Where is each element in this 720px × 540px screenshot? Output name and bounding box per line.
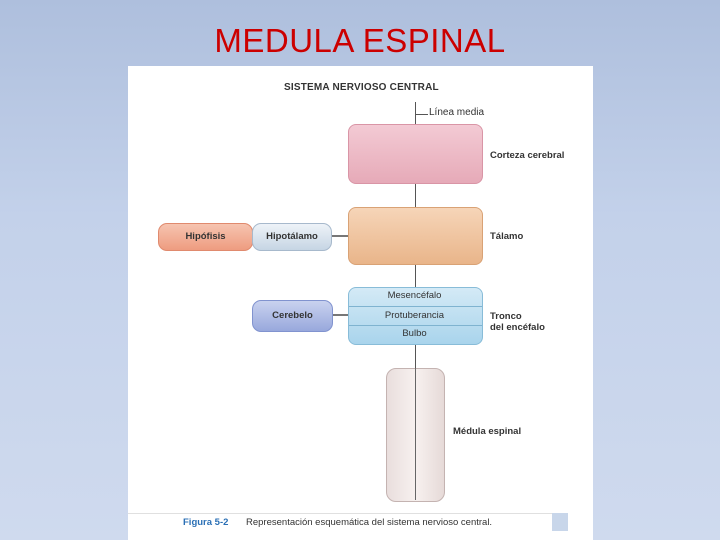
hipotalamo-box: Hipotálamo bbox=[252, 223, 332, 251]
cerebelo-box: Cerebelo bbox=[252, 300, 333, 332]
spinal-cord-label: Médula espinal bbox=[453, 426, 522, 437]
caption-figure-number: Figura 5-2 bbox=[183, 517, 229, 528]
cortex-label: Corteza cerebral bbox=[490, 150, 565, 161]
thalamus-box bbox=[348, 207, 483, 265]
spinal-cord-midline bbox=[415, 368, 416, 500]
hipotalamo-thalamus-link bbox=[330, 235, 348, 237]
thalamus-label: Tálamo bbox=[490, 231, 524, 242]
cerebelo-brainstem-link bbox=[331, 314, 348, 316]
midline-label: Línea media bbox=[429, 107, 485, 118]
brainstem-box bbox=[348, 287, 483, 345]
figure-caption: Figura 5-2 Representación esquemática de… bbox=[128, 513, 552, 532]
caption-text: Representación esquemática del sistema n… bbox=[246, 517, 493, 528]
brainstem-divider bbox=[349, 306, 482, 307]
midline-label-leader bbox=[416, 114, 428, 115]
diagram-heading: SISTEMA NERVIOSO CENTRAL bbox=[284, 82, 439, 93]
slide-title: MEDULA ESPINAL bbox=[214, 22, 506, 59]
brainstem-label-line1: Tronco bbox=[490, 311, 522, 322]
mesencefalo-label: Mesencéfalo bbox=[387, 290, 442, 301]
brainstem-divider bbox=[349, 325, 482, 326]
cns-diagram: SISTEMA NERVIOSO CENTRAL Línea media Cor… bbox=[128, 66, 593, 540]
brainstem-label-line2: del encéfalo bbox=[490, 322, 545, 333]
protuberancia-label: Protuberancia bbox=[384, 310, 445, 321]
cortex-box bbox=[348, 124, 483, 184]
bulbo-label: Bulbo bbox=[402, 328, 427, 339]
hipofisis-box: Hipófisis bbox=[158, 223, 253, 251]
caption-edge-strip bbox=[552, 513, 568, 531]
